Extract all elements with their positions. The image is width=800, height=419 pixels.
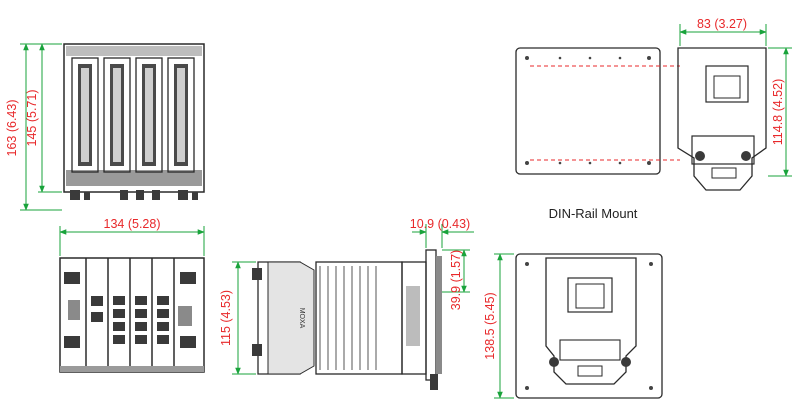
height-total-label: 163 (6.43) — [5, 100, 19, 157]
din-rail-caption: DIN-Rail Mount — [549, 206, 638, 221]
side-view-drawing: MOXA — [252, 249, 442, 390]
panel-mount-drawing — [515, 253, 663, 399]
svg-text:MOXA: MOXA — [298, 308, 305, 329]
depth-label: 115 (4.53) — [219, 290, 233, 346]
front-view-drawing — [59, 257, 205, 373]
top-view-drawing — [63, 43, 205, 200]
flange-label: 10.9 (0.43) — [410, 217, 470, 231]
din-width-label: 83 (3.27) — [697, 17, 747, 31]
panel-height-label: 138.5 (5.45) — [483, 292, 497, 359]
height-body-label: 145 (5.71) — [25, 90, 39, 147]
width-label: 134 (5.28) — [104, 217, 161, 231]
offset-label: 39.9 (1.57) — [449, 250, 463, 310]
din-rail-mount-drawing — [515, 47, 767, 191]
din-height-label: 114.8 (4.52) — [771, 79, 785, 145]
